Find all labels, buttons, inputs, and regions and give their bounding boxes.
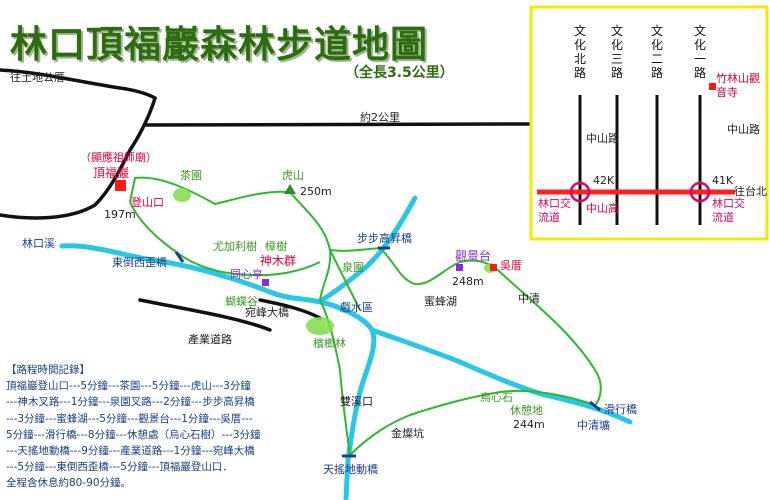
bridge-slide: [589, 400, 601, 412]
bridge-east: [174, 251, 185, 263]
label-zhongshan-right: 中山路: [727, 123, 760, 136]
road-zhongshan: [143, 122, 722, 130]
notes-line: ---5分鐘---東倒西歪橋---5分鐘---頂福巖登山口．: [6, 461, 233, 474]
linkou-creek: [59, 243, 377, 500]
label-street-wenhua-3: 文化三路: [610, 24, 623, 80]
label-sacred-trees: 神木群: [260, 254, 297, 268]
betel-bush: [306, 317, 334, 335]
label-elev-244: 244m: [513, 418, 545, 431]
notes-line: ---天搖地動橋---9分鐘---產業道路---1分鐘---宛峰大橋: [6, 445, 255, 458]
trail-spring: [329, 249, 361, 311]
inset-border: [529, 5, 769, 241]
label-street-wenhua-1: 文化一路: [693, 24, 706, 80]
label-eucalyptus: 尤加利樹: [213, 240, 257, 253]
map-title: 林口頂福巖森林步道地圖: [10, 23, 428, 66]
label-tea-garden: 茶園: [180, 169, 202, 182]
trail-south: [349, 389, 596, 456]
notes-line: 全程含休息約80-90分鐘。: [6, 477, 132, 490]
road-to-temple: [0, 68, 157, 100]
bamboo-temple-marker: [709, 83, 716, 90]
label-betel-forest: 檳榔林: [313, 337, 346, 350]
label-butterfly-valley: 蝴蝶谷: [225, 295, 258, 308]
label-street-wenhua-2: 文化二路: [650, 24, 663, 80]
label-to-temple: 往土地公厝: [10, 71, 65, 84]
roads: [0, 68, 722, 332]
label-about-2km: 約2公里: [360, 111, 400, 124]
label-jinchankeng: 金燦坑: [391, 427, 424, 440]
road-bridge: [258, 298, 322, 320]
label-elev-197: 197m: [104, 208, 136, 221]
tea-garden-bush: [173, 188, 191, 202]
creeks: [59, 195, 633, 500]
label-tongxin-pavilion: 同心亭: [230, 268, 263, 281]
label-wu-house: 吳厝: [500, 259, 522, 272]
label-yuanyang-bridge: 宛峰大橋: [245, 306, 289, 319]
label-bee-lake: 蜜蜂湖: [424, 295, 457, 308]
label-zhongqing-gully: 中清壙: [577, 419, 610, 432]
label-41k: 41K: [712, 174, 734, 187]
label-tiantai-bridge: 天搖地動橋: [323, 463, 378, 476]
notes-line: 5分鐘---滑行橋---8分鐘---休憩處（烏心石樹）---3分鐘: [6, 428, 261, 441]
label-step-bridge: 步步高昇橋: [357, 232, 412, 245]
interchange-41k: [689, 181, 711, 203]
label-trailhead: 登山口: [131, 196, 164, 209]
inset-map: [529, 5, 769, 241]
label-dingfuyan: 頂福巖: [93, 166, 130, 180]
east-creek: [369, 327, 633, 425]
label-spring-garden: 泉園: [342, 261, 364, 274]
label-elev-248: 248m: [452, 275, 484, 288]
notes-heading: 【路程時間記錄】: [6, 364, 90, 376]
label-shuangxi-kou: 雙溪口: [340, 395, 373, 408]
label-linkou-creek: 林口溪: [22, 237, 55, 250]
time-record-notes: 【路程時間記錄】 頂福巖登山口---5分鐘---茶園---5分鐘---虎山---…: [6, 362, 311, 492]
label-to-taibei: 往台北: [734, 185, 767, 198]
label-rest-area: 休憩地: [510, 404, 543, 417]
label-viewing-deck: 觀景台: [455, 249, 492, 263]
label-ancestral-temple: （顯應祖師廟）: [80, 151, 157, 164]
label-street-wenhua-north: 文化北路: [573, 24, 586, 80]
label-elev-250: 250m: [300, 185, 332, 198]
label-east-bridge: 東倒西歪橋: [112, 256, 167, 269]
interchange-42k: [569, 181, 591, 203]
trail-west: [129, 201, 321, 277]
notes-line: 頂福巖登山口---5分鐘---茶園---5分鐘---虎山---3分鐘: [6, 380, 251, 393]
map-subtitle: （全長3.5公里）: [345, 65, 454, 81]
notes-line: ---3分鐘---蜜蜂湖---5分鐘---觀景台---1分鐘---吳厝---: [6, 412, 253, 425]
bushes: [173, 188, 496, 335]
label-water-play: 戲水區: [340, 301, 373, 314]
label-42k: 42K: [593, 174, 615, 187]
label-huaxing-bridge: 滑行橋: [604, 403, 637, 416]
label-turtle-stone: 烏心石: [480, 391, 513, 404]
label-industrial-road: 產業道路: [188, 333, 232, 346]
upper-creek: [319, 195, 418, 303]
label-bamboo-temple: 竹林山觀音寺: [716, 72, 760, 99]
tongxin-pavilion-marker: [262, 279, 269, 286]
bridges: [174, 246, 601, 458]
label-zhongshan-high: 中山高: [586, 202, 619, 215]
viewing-deck-marker: [456, 264, 463, 271]
tiger-mountain-marker: [284, 184, 296, 194]
label-linkou-interchange-right: 林口交流道: [712, 197, 745, 224]
label-linkou-interchange-left: 林口交流道: [538, 197, 571, 224]
label-zhongqing: 中清: [518, 292, 540, 305]
wu-house-marker: [490, 264, 497, 271]
road-industrial: [138, 298, 272, 332]
dingfuyan-marker: [115, 180, 126, 191]
road-main: [0, 96, 157, 220]
label-tiger-mountain: 虎山: [282, 169, 304, 182]
label-zhongshan-inset: 中山路: [586, 132, 619, 145]
notes-line: ---神木叉路---1分鐘---泉園叉路---2分鐘---步步高昇橋: [6, 396, 255, 409]
label-camphor: 樟樹: [265, 240, 287, 253]
